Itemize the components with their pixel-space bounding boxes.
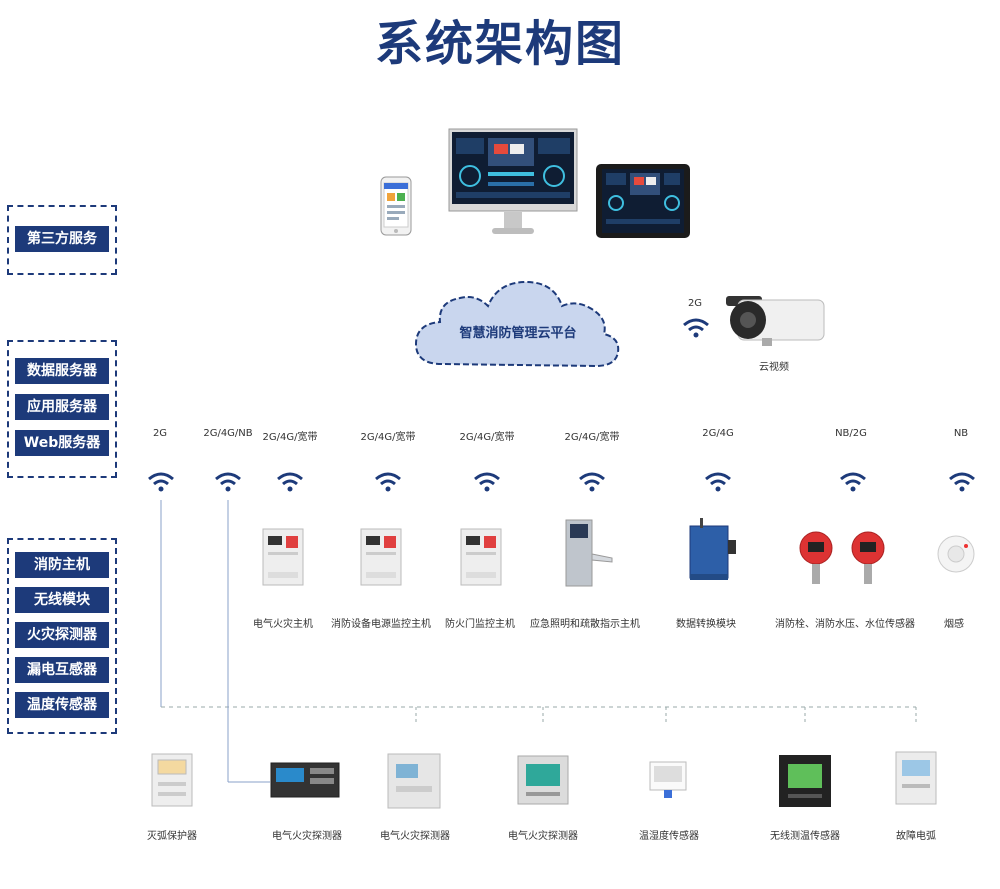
arc-protector-image (150, 752, 194, 808)
wifi-icon-3 (275, 470, 305, 494)
wifi-icon-8 (838, 470, 868, 494)
bottom-label-electrical-fire-detector-2: 电气火灾探测器 (380, 831, 450, 842)
device-label-smoke-detector: 烟感 (944, 619, 964, 630)
electrical-fire-detector-2-image (386, 752, 442, 810)
network-label-9: NB (953, 428, 969, 439)
page-title: 系统架构图 (374, 16, 625, 72)
wifi-icon-7 (703, 470, 733, 494)
device-label-electrical-fire-host: 电气火灾主机 (253, 619, 313, 630)
tag-web-server: Web服务器 (15, 430, 109, 456)
cloud-platform-label: 智慧消防管理云平台 (459, 326, 577, 341)
fault-arc-detector-image (894, 750, 938, 806)
bottom-label-fault-arc: 故障电弧 (896, 831, 936, 842)
wifi-icon-5 (472, 470, 502, 494)
tag-temperature-sensor: 温度传感器 (15, 692, 109, 718)
cloud-platform: 智慧消防管理云平台 (412, 278, 624, 372)
tag-app-server: 应用服务器 (15, 394, 109, 420)
network-label-5: 2G/4G/宽带 (459, 432, 515, 443)
camera-label: 云视频 (759, 362, 789, 373)
wireless-temp-sensor-image (778, 754, 832, 808)
network-label-2: 2G/4G/NB (203, 428, 253, 439)
camera-wifi-icon (681, 316, 711, 340)
tag-data-server: 数据服务器 (15, 358, 109, 384)
device-label-data-conversion-module: 数据转换模块 (676, 619, 736, 630)
network-label-4: 2G/4G/宽带 (360, 432, 416, 443)
pressure-sensor-image (798, 528, 898, 588)
tag-fire-detector: 火灾探测器 (15, 622, 109, 648)
network-label-7: 2G/4G (702, 428, 734, 439)
network-label-3: 2G/4G/宽带 (262, 432, 318, 443)
wifi-icon-4 (373, 470, 403, 494)
bottom-label-temp-humidity-sensor: 温湿度传感器 (639, 831, 699, 842)
network-label-8: NB/2G (835, 428, 867, 439)
network-label-6: 2G/4G/宽带 (564, 432, 620, 443)
wifi-icon-1 (146, 470, 176, 494)
bottom-label-electrical-fire-detector-1: 电气火灾探测器 (272, 831, 342, 842)
device-label-fire-door-host: 防火门监控主机 (445, 619, 515, 630)
temp-humidity-sensor-image (648, 760, 688, 800)
wifi-icon-6 (577, 470, 607, 494)
tablet-device-image (595, 163, 691, 239)
tag-wireless-module: 无线模块 (15, 587, 109, 613)
network-label-1: 2G (152, 428, 168, 439)
tag-third-party-service: 第三方服务 (15, 226, 109, 252)
wifi-icon-2 (213, 470, 243, 494)
device-label-emergency-lighting-host: 应急照明和疏散指示主机 (530, 619, 640, 630)
electrical-fire-detector-3-image (516, 754, 570, 806)
electrical-fire-detector-1-image (270, 762, 340, 798)
side-group-devices: 消防主机 无线模块 火灾探测器 漏电互感器 温度传感器 (7, 538, 117, 734)
phone-device-image (380, 176, 412, 236)
bottom-label-arc-protector: 灭弧保护器 (147, 831, 197, 842)
electrical-fire-host-image (262, 528, 304, 586)
device-label-pressure-sensor: 消防栓、消防水压、水位传感器 (775, 619, 915, 630)
tag-leakage-transformer: 漏电互感器 (15, 657, 109, 683)
side-group-third-party: 第三方服务 (7, 205, 117, 275)
tag-fire-host: 消防主机 (15, 552, 109, 578)
fire-door-host-image (460, 528, 502, 586)
data-conversion-module-image (686, 516, 738, 584)
bottom-label-wireless-temp-sensor: 无线测温传感器 (770, 831, 840, 842)
camera-network-label: 2G (687, 298, 703, 309)
smoke-detector-image (936, 534, 976, 574)
power-monitor-host-image (360, 528, 402, 586)
side-group-servers: 数据服务器 应用服务器 Web服务器 (7, 340, 117, 478)
camera-device-image (722, 294, 826, 348)
emergency-lighting-host-image (562, 518, 614, 588)
bottom-label-electrical-fire-detector-3: 电气火灾探测器 (508, 831, 578, 842)
device-label-power-monitor-host: 消防设备电源监控主机 (331, 619, 431, 630)
monitor-device-image (448, 128, 578, 236)
wifi-icon-9 (947, 470, 977, 494)
